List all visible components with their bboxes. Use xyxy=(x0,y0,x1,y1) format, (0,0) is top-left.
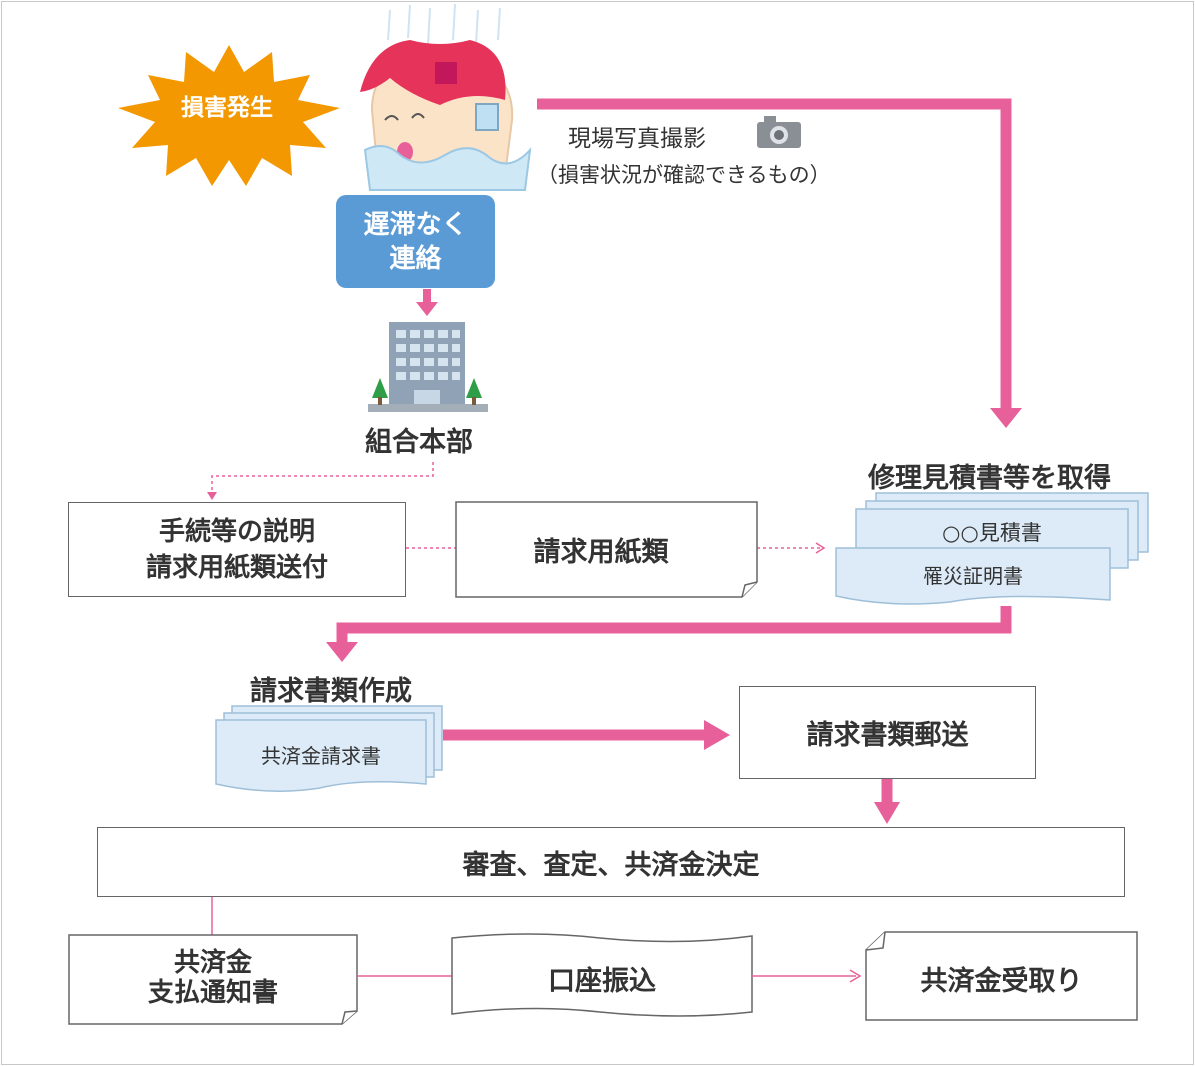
receive-payment-label: 共済金受取り xyxy=(920,966,1083,997)
mail-documents-box: 請求書類郵送 xyxy=(739,686,1036,779)
building-icon xyxy=(368,322,488,412)
claim-form-label: 共済金請求書 xyxy=(261,744,381,768)
notice-line2: 支払通知書 xyxy=(147,978,278,1008)
damage-burst-icon xyxy=(118,45,340,186)
review-box: 審査、査定、共済金決定 xyxy=(97,827,1125,897)
forms-label: 請求用紙類 xyxy=(533,537,669,568)
damage-occurred-label: 損害発生 xyxy=(181,95,273,121)
estimate-title: 修理見積書等を取得 xyxy=(868,463,1111,494)
explain-line2: 請求用紙類送付 xyxy=(145,552,328,583)
estimate-doc-label: ○○見積書 xyxy=(942,521,1042,545)
hq-label: 組合本部 xyxy=(365,427,473,458)
contact-line2: 連絡 xyxy=(389,243,442,274)
explain-line1: 手続等の説明 xyxy=(158,516,315,547)
photo-arrow xyxy=(537,98,1012,412)
flooded-house-icon xyxy=(360,3,532,191)
payment-notice: 共済金 支払通知書 xyxy=(69,948,357,1008)
estimate-documents xyxy=(835,492,1149,605)
bank-transfer-label: 口座振込 xyxy=(548,966,656,997)
photo-note: （損害状況が確認できるもの） xyxy=(537,163,831,187)
notice-line1: 共済金 xyxy=(173,948,252,978)
contact-promptly-box: 遅滞なく 連絡 xyxy=(336,195,495,288)
camera-icon xyxy=(757,116,801,148)
explain-box: 手続等の説明 請求用紙類送付 xyxy=(68,502,406,597)
photo-title: 現場写真撮影 xyxy=(568,126,706,152)
contact-line1: 遅滞なく xyxy=(363,209,468,240)
claim-documents xyxy=(215,705,443,792)
disaster-certificate-label: 罹災証明書 xyxy=(923,564,1023,588)
create-title: 請求書類作成 xyxy=(250,676,412,707)
